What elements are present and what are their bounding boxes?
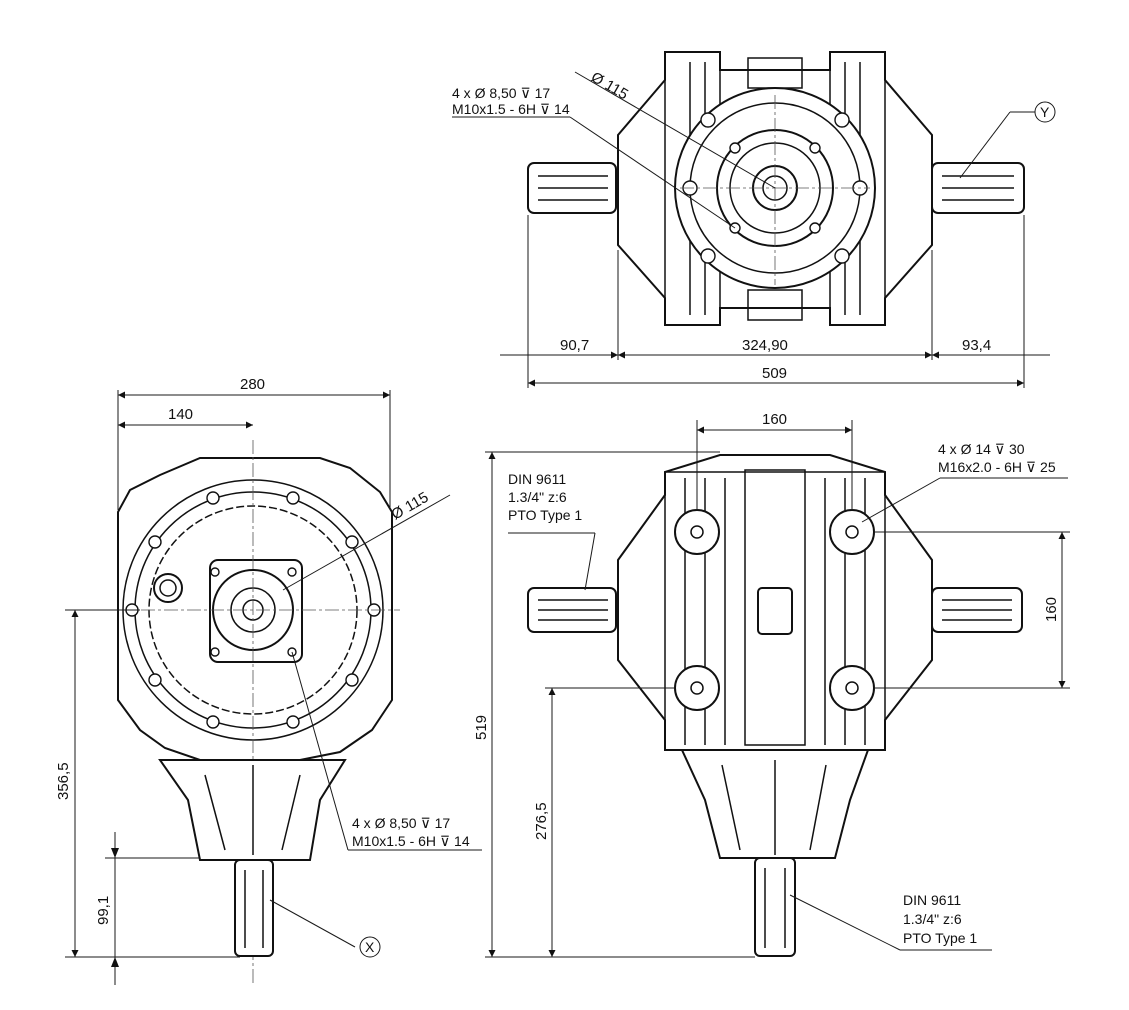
top-left-shaft xyxy=(527,162,617,214)
dim-front-total: 280 xyxy=(240,376,265,393)
top-dia: Ø 115 xyxy=(588,69,631,104)
top-holes-line1: 4 x Ø 8,50 ⊽ 17 xyxy=(452,85,550,101)
pto-left-line3: PTO Type 1 xyxy=(508,507,582,523)
top-dimensions: 90,7 324,90 93,4 509 xyxy=(500,215,1050,388)
side-holes-line2: M16x2.0 - 6H ⊽ 25 xyxy=(938,459,1056,475)
pto-bottom-line2: 1.3/4" z:6 xyxy=(903,911,962,927)
dim-top-right: 93,4 xyxy=(962,337,991,354)
pto-bottom-line3: PTO Type 1 xyxy=(903,930,977,946)
dim-top-mid: 324,90 xyxy=(742,337,788,354)
side-lower-body xyxy=(680,749,870,957)
dim-front-shaft: 99,1 xyxy=(95,896,112,925)
top-holes-line2: M10x1.5 - 6H ⊽ 14 xyxy=(452,101,570,117)
dim-top-left: 90,7 xyxy=(560,337,589,354)
front-view: 280 140 356,5 99,1 Ø 115 4 x Ø 8,50 ⊽ 17… xyxy=(55,376,482,985)
top-view: 90,7 324,90 93,4 509 4 x Ø 8,50 ⊽ 17 M10… xyxy=(452,51,1056,388)
front-notes: 4 x Ø 8,50 ⊽ 17 M10x1.5 - 6H ⊽ 14 X xyxy=(269,651,482,958)
front-housing xyxy=(95,440,400,985)
side-left-shaft xyxy=(527,587,617,633)
dim-side-width: 160 xyxy=(762,411,787,428)
side-holes-line1: 4 x Ø 14 ⊽ 30 xyxy=(938,441,1025,457)
top-right-shaft xyxy=(931,162,1025,214)
side-right-shaft xyxy=(931,587,1023,633)
dim-side-height-total: 519 xyxy=(473,715,490,740)
front-holes-line2: M10x1.5 - 6H ⊽ 14 xyxy=(352,833,470,849)
front-lower-body xyxy=(158,759,347,957)
pto-left-line2: 1.3/4" z:6 xyxy=(508,489,567,505)
top-housing xyxy=(617,51,933,326)
marker-x: X xyxy=(365,939,375,955)
dim-front-height: 356,5 xyxy=(55,762,72,800)
side-view: 160 519 276,5 160 4 x Ø 14 ⊽ 30 M16x2.0 … xyxy=(473,411,1070,958)
marker-y: Y xyxy=(1040,104,1050,120)
side-notes: 4 x Ø 14 ⊽ 30 M16x2.0 - 6H ⊽ 25 DIN 9611… xyxy=(508,441,1068,951)
side-housing xyxy=(617,454,933,751)
pto-left-line1: DIN 9611 xyxy=(508,471,566,487)
front-holes-line1: 4 x Ø 8,50 ⊽ 17 xyxy=(352,815,450,831)
side-dimensions: 160 519 276,5 160 xyxy=(473,411,1070,958)
dim-side-bolt-spacing: 160 xyxy=(1043,597,1060,622)
dim-top-total: 509 xyxy=(762,365,787,382)
pto-bottom-line1: DIN 9611 xyxy=(903,892,961,908)
dim-side-shaft-height: 276,5 xyxy=(533,802,550,840)
dim-front-half: 140 xyxy=(168,406,193,423)
